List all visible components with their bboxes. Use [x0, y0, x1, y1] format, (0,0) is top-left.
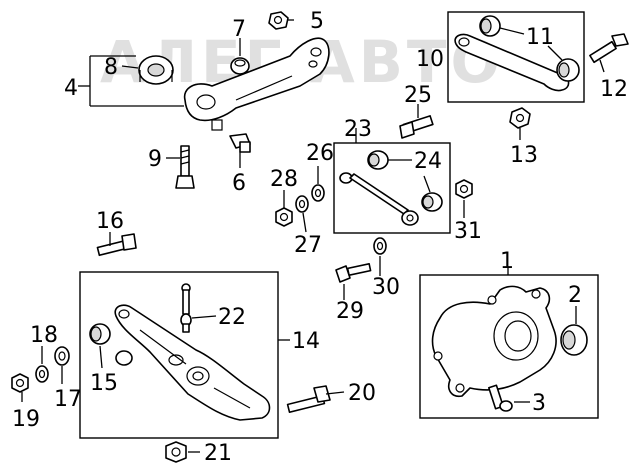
callout-2: 2 — [568, 283, 582, 308]
callout-15: 15 — [90, 371, 118, 396]
callout-31: 31 — [454, 219, 482, 244]
washer-part-18 — [35, 365, 49, 383]
callout-24: 24 — [414, 149, 442, 174]
washer-part-17 — [54, 346, 70, 366]
callout-3: 3 — [532, 391, 546, 416]
bolt-part-29 — [335, 262, 372, 283]
callout-4: 4 — [64, 76, 78, 101]
callout-7: 7 — [232, 17, 246, 42]
callout-16: 16 — [96, 209, 124, 234]
callout-12: 12 — [600, 77, 628, 102]
nut-part-15b — [115, 350, 133, 366]
bushing-part-11b — [556, 58, 580, 82]
washer-part-26 — [311, 184, 325, 202]
leader-8 — [121, 65, 139, 69]
leader-11b — [547, 45, 563, 61]
callout-19: 19 — [12, 407, 40, 432]
upper-arm-part-10 — [454, 33, 570, 92]
leader-22 — [191, 315, 217, 319]
bolt-part-9 — [175, 145, 195, 189]
leader-27 — [302, 212, 307, 233]
knuckle-part-1 — [431, 285, 557, 398]
nut-part-21 — [165, 441, 187, 463]
callout-20: 20 — [348, 381, 376, 406]
bolt-part-12 — [589, 33, 629, 64]
callout-9: 9 — [148, 147, 162, 172]
nut-part-28 — [275, 207, 293, 227]
nut-part-13 — [509, 107, 531, 129]
leader-24b — [423, 175, 431, 193]
washer-part-27 — [295, 195, 309, 213]
callout-14: 14 — [292, 329, 320, 354]
bushing-part-24a — [367, 150, 389, 170]
callout-5: 5 — [310, 9, 324, 34]
leader-15 — [99, 345, 103, 369]
callout-6: 6 — [232, 171, 246, 196]
bolt-part-20 — [286, 385, 331, 414]
callout-10: 10 — [416, 47, 444, 72]
bushing-part-11a — [479, 15, 501, 37]
nut-part-5 — [268, 11, 289, 30]
lower-control-arm-part-14 — [114, 304, 271, 421]
callout-18: 18 — [30, 323, 58, 348]
group-box-14 — [79, 271, 279, 439]
bolt-part-3 — [487, 384, 513, 412]
bushing-part-2 — [560, 324, 588, 356]
bolt-part-25 — [399, 115, 434, 139]
callout-22: 22 — [218, 305, 246, 330]
callout-25: 25 — [404, 83, 432, 108]
bolt-part-6 — [229, 133, 251, 153]
group-box-10 — [447, 11, 585, 103]
bushing-part-24b — [421, 192, 443, 212]
bracket-4 — [89, 55, 184, 107]
leader-12 — [599, 59, 605, 73]
callout-11: 11 — [526, 25, 554, 50]
callout-29: 29 — [336, 299, 364, 324]
leader-20 — [325, 391, 345, 395]
callout-13: 13 — [510, 143, 538, 168]
callout-30: 30 — [372, 275, 400, 300]
washer-part-30 — [373, 237, 387, 255]
callout-27: 27 — [294, 233, 322, 258]
group-box-23 — [333, 142, 451, 234]
toe-link-part-23 — [339, 172, 419, 226]
callout-8: 8 — [104, 55, 118, 80]
bushing-part-8 — [138, 55, 174, 85]
group-box-1 — [419, 274, 599, 419]
callout-23: 23 — [344, 117, 372, 142]
stabilizer-link-part-22 — [180, 283, 192, 333]
nut-part-31 — [455, 179, 473, 199]
leader-11a — [499, 27, 525, 35]
callout-17: 17 — [54, 387, 82, 412]
callout-21: 21 — [204, 441, 232, 466]
nut-part-19 — [11, 373, 29, 393]
trailing-arm-part — [183, 37, 330, 131]
bushing-part-15 — [89, 323, 111, 345]
bolt-part-16 — [96, 233, 137, 257]
callout-28: 28 — [270, 167, 298, 192]
bushing-part-7 — [230, 57, 250, 75]
callout-1: 1 — [500, 249, 514, 274]
callout-26: 26 — [306, 141, 334, 166]
